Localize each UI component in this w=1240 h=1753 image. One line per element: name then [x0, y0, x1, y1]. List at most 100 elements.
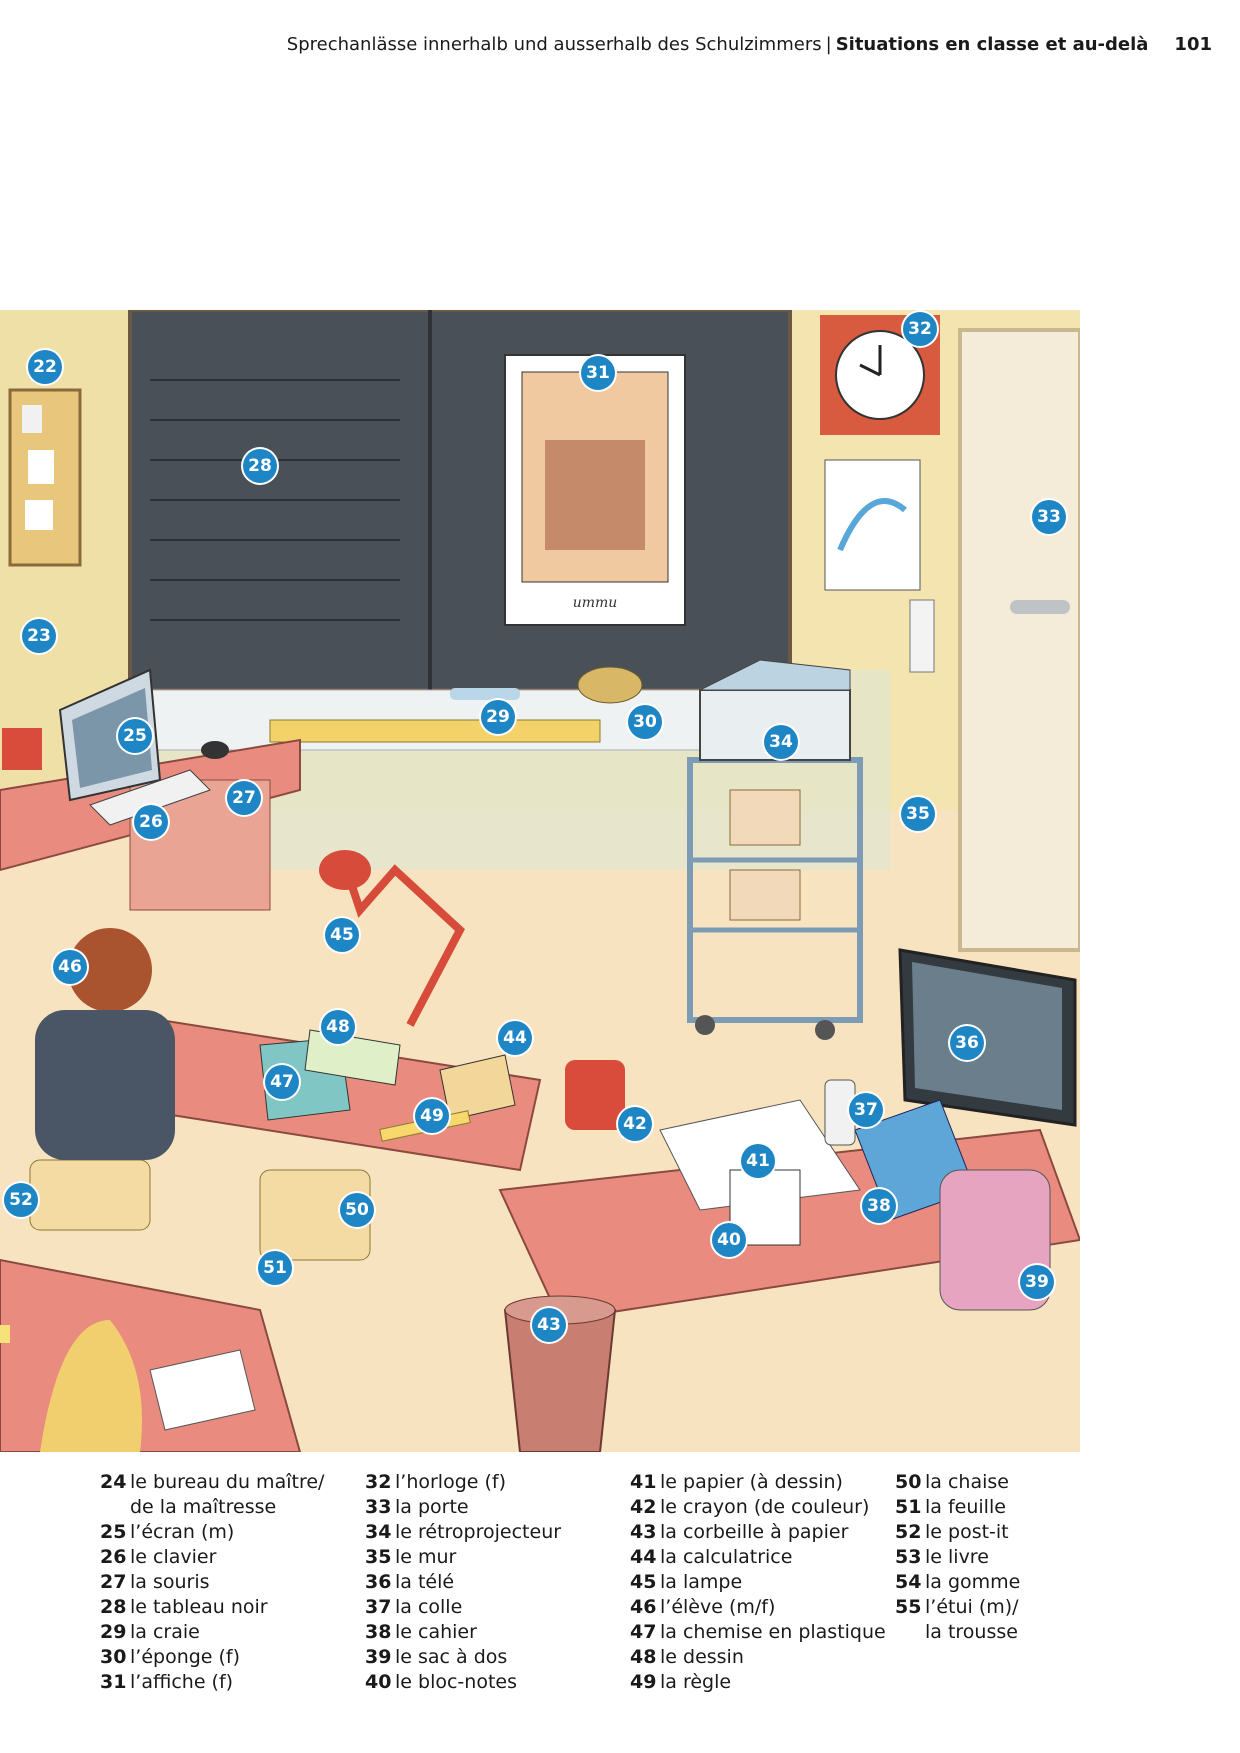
lamp-shade [319, 850, 371, 890]
vocab-entry-55-continued: la trousse [925, 1621, 1018, 1643]
sponge [577, 666, 643, 704]
wall-picture [824, 459, 921, 591]
marker-45: 45 [325, 918, 359, 952]
marker-41: 41 [741, 1144, 775, 1178]
marker-22: 22 [28, 350, 62, 384]
door [958, 328, 1080, 952]
door-handle [1010, 600, 1070, 614]
drawing [304, 1029, 401, 1086]
poster-caption: ummu [573, 595, 618, 611]
marker-46: 46 [53, 950, 87, 984]
marker-31: 31 [581, 356, 615, 390]
light-switch [909, 599, 935, 673]
projector-glass [699, 659, 851, 691]
post-it [0, 1325, 10, 1343]
marker-38: 38 [862, 1189, 896, 1223]
tv-screen [912, 962, 1062, 1110]
header-separator: | [825, 34, 832, 55]
calculator [439, 1054, 516, 1121]
marker-25: 25 [118, 719, 152, 753]
marker-29: 29 [481, 700, 515, 734]
marker-50: 50 [340, 1193, 374, 1227]
monitor-screen [72, 688, 152, 788]
board-ruler [269, 719, 601, 743]
page-header: Sprechanlässe innerhalb und ausserhalb d… [0, 30, 1212, 60]
chair [29, 1159, 151, 1231]
board-lines [150, 379, 400, 621]
chalk [450, 688, 520, 700]
marker-52: 52 [4, 1183, 38, 1217]
sheet [149, 1349, 256, 1431]
student-hair [40, 1320, 142, 1452]
marker-51: 51 [258, 1251, 292, 1285]
marker-48: 48 [321, 1010, 355, 1044]
student-body [35, 1010, 175, 1160]
marker-42: 42 [618, 1107, 652, 1141]
marker-34: 34 [764, 725, 798, 759]
clock-hand [859, 363, 881, 377]
marker-47: 47 [265, 1065, 299, 1099]
header-french-title: Situations en classe et au-delà [835, 34, 1149, 55]
desk-lamp [341, 863, 465, 1027]
marker-30: 30 [628, 705, 662, 739]
vocab-entry-24-continued: de la maîtresse [130, 1496, 277, 1518]
keyboard [89, 769, 211, 826]
classroom-drawing: ummu [0, 310, 1080, 1452]
classroom-illustration: ummu [0, 310, 1080, 1452]
student-head [68, 928, 152, 1012]
pen-cup [2, 728, 42, 770]
marker-36: 36 [950, 1026, 984, 1060]
pencil-cup [565, 1060, 625, 1130]
header-german-title: Sprechanlässe innerhalb und ausserhalb d… [286, 34, 822, 55]
cart-box [729, 869, 801, 921]
marker-37: 37 [849, 1093, 883, 1127]
marker-27: 27 [227, 781, 261, 815]
cart-box [729, 789, 801, 846]
pinned-note [25, 500, 53, 530]
marker-35: 35 [901, 797, 935, 831]
marker-39: 39 [1020, 1265, 1054, 1299]
poster-viaduct [545, 440, 645, 550]
marker-32: 32 [903, 312, 937, 346]
mouse [201, 741, 229, 759]
marker-23: 23 [22, 619, 56, 653]
marker-44: 44 [498, 1021, 532, 1055]
pinned-note [22, 405, 42, 433]
marker-28: 28 [243, 449, 277, 483]
marker-43: 43 [532, 1308, 566, 1342]
pinned-note [28, 450, 54, 484]
